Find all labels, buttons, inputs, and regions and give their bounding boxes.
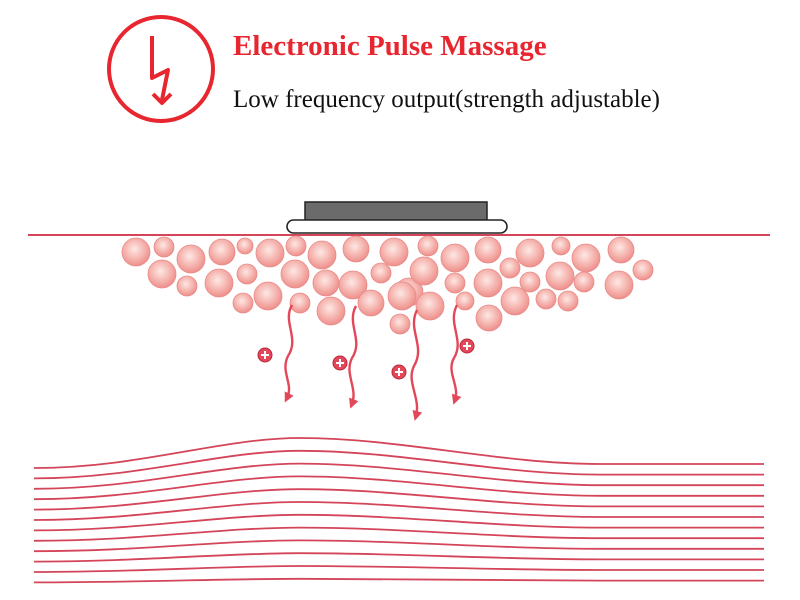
plus-circle-icon bbox=[332, 355, 348, 371]
cell-12 bbox=[440, 243, 470, 273]
cell-30 bbox=[473, 268, 503, 298]
ion-markers bbox=[257, 338, 475, 380]
electrode-pad bbox=[286, 201, 508, 234]
muscle-fiber-7 bbox=[33, 513, 764, 532]
cell-24 bbox=[312, 269, 340, 297]
cell-38 bbox=[289, 292, 311, 314]
muscle-fiber-9 bbox=[33, 539, 764, 553]
cell-7 bbox=[285, 235, 307, 257]
cell-11 bbox=[417, 235, 439, 257]
cell-25 bbox=[338, 270, 368, 300]
cell-46 bbox=[535, 288, 557, 310]
muscle-fiber-12 bbox=[33, 577, 764, 584]
muscle-fibers bbox=[33, 437, 764, 584]
cell-10 bbox=[379, 237, 409, 267]
plus-circle-icon bbox=[257, 347, 273, 363]
cell-28 bbox=[409, 256, 439, 286]
muscle-fiber-1 bbox=[33, 437, 764, 469]
cell-41 bbox=[387, 281, 417, 311]
pulse-arrow-2 bbox=[348, 305, 359, 409]
cell-18 bbox=[147, 259, 177, 289]
cell-32 bbox=[519, 271, 541, 293]
muscle-fiber-4 bbox=[33, 475, 764, 501]
cell-13 bbox=[474, 236, 502, 264]
cell-39 bbox=[316, 296, 346, 326]
muscle-fiber-6 bbox=[33, 501, 764, 521]
muscle-fiber-2 bbox=[33, 449, 764, 480]
cell-6 bbox=[255, 238, 285, 268]
cell-14 bbox=[515, 238, 545, 268]
cell-29 bbox=[444, 272, 466, 294]
cell-37 bbox=[232, 292, 254, 314]
cell-1 bbox=[121, 237, 151, 267]
cell-9 bbox=[342, 235, 370, 263]
muscle-fiber-8 bbox=[33, 526, 764, 542]
cell-8 bbox=[307, 240, 337, 270]
page-title: Electronic Pulse Massage bbox=[233, 30, 547, 62]
cell-43 bbox=[455, 291, 475, 311]
cell-35 bbox=[604, 270, 634, 300]
cell-2 bbox=[153, 236, 175, 258]
cell-21 bbox=[236, 263, 258, 285]
cell-48 bbox=[389, 313, 411, 335]
cell-16 bbox=[571, 243, 601, 273]
cell-33 bbox=[545, 261, 575, 291]
page-subtitle: Low frequency output(strength adjustable… bbox=[233, 86, 660, 113]
cell-5 bbox=[236, 237, 254, 255]
muscle-fiber-3 bbox=[33, 462, 764, 490]
cell-45 bbox=[500, 286, 530, 316]
lightning-bolt-circle-icon bbox=[107, 15, 215, 123]
cell-36 bbox=[632, 259, 654, 281]
cell-31 bbox=[499, 257, 521, 279]
muscle-fiber-5 bbox=[33, 488, 764, 511]
cell-42 bbox=[415, 291, 445, 321]
pulse-arrow-1 bbox=[284, 304, 294, 403]
cell-47 bbox=[557, 290, 579, 312]
cell-15 bbox=[551, 236, 571, 256]
cell-26 bbox=[370, 262, 392, 284]
cell-34 bbox=[573, 271, 595, 293]
cell-3 bbox=[176, 244, 206, 274]
cell-cluster bbox=[121, 235, 654, 335]
plus-circle-icon bbox=[391, 364, 407, 380]
cell-23 bbox=[280, 259, 310, 289]
cell-44 bbox=[475, 304, 503, 332]
muscle-fiber-11 bbox=[33, 565, 764, 573]
cell-22 bbox=[253, 281, 283, 311]
pulse-arrow-3 bbox=[410, 309, 423, 421]
cell-4 bbox=[208, 238, 236, 266]
cell-17 bbox=[607, 236, 635, 264]
cell-19 bbox=[176, 275, 198, 297]
pulse-arrows bbox=[284, 304, 462, 421]
muscle-fiber-10 bbox=[33, 552, 764, 563]
cell-40 bbox=[357, 289, 385, 317]
pulse-arrow-4 bbox=[450, 304, 462, 405]
cell-20 bbox=[204, 268, 234, 298]
plus-circle-icon bbox=[459, 338, 475, 354]
